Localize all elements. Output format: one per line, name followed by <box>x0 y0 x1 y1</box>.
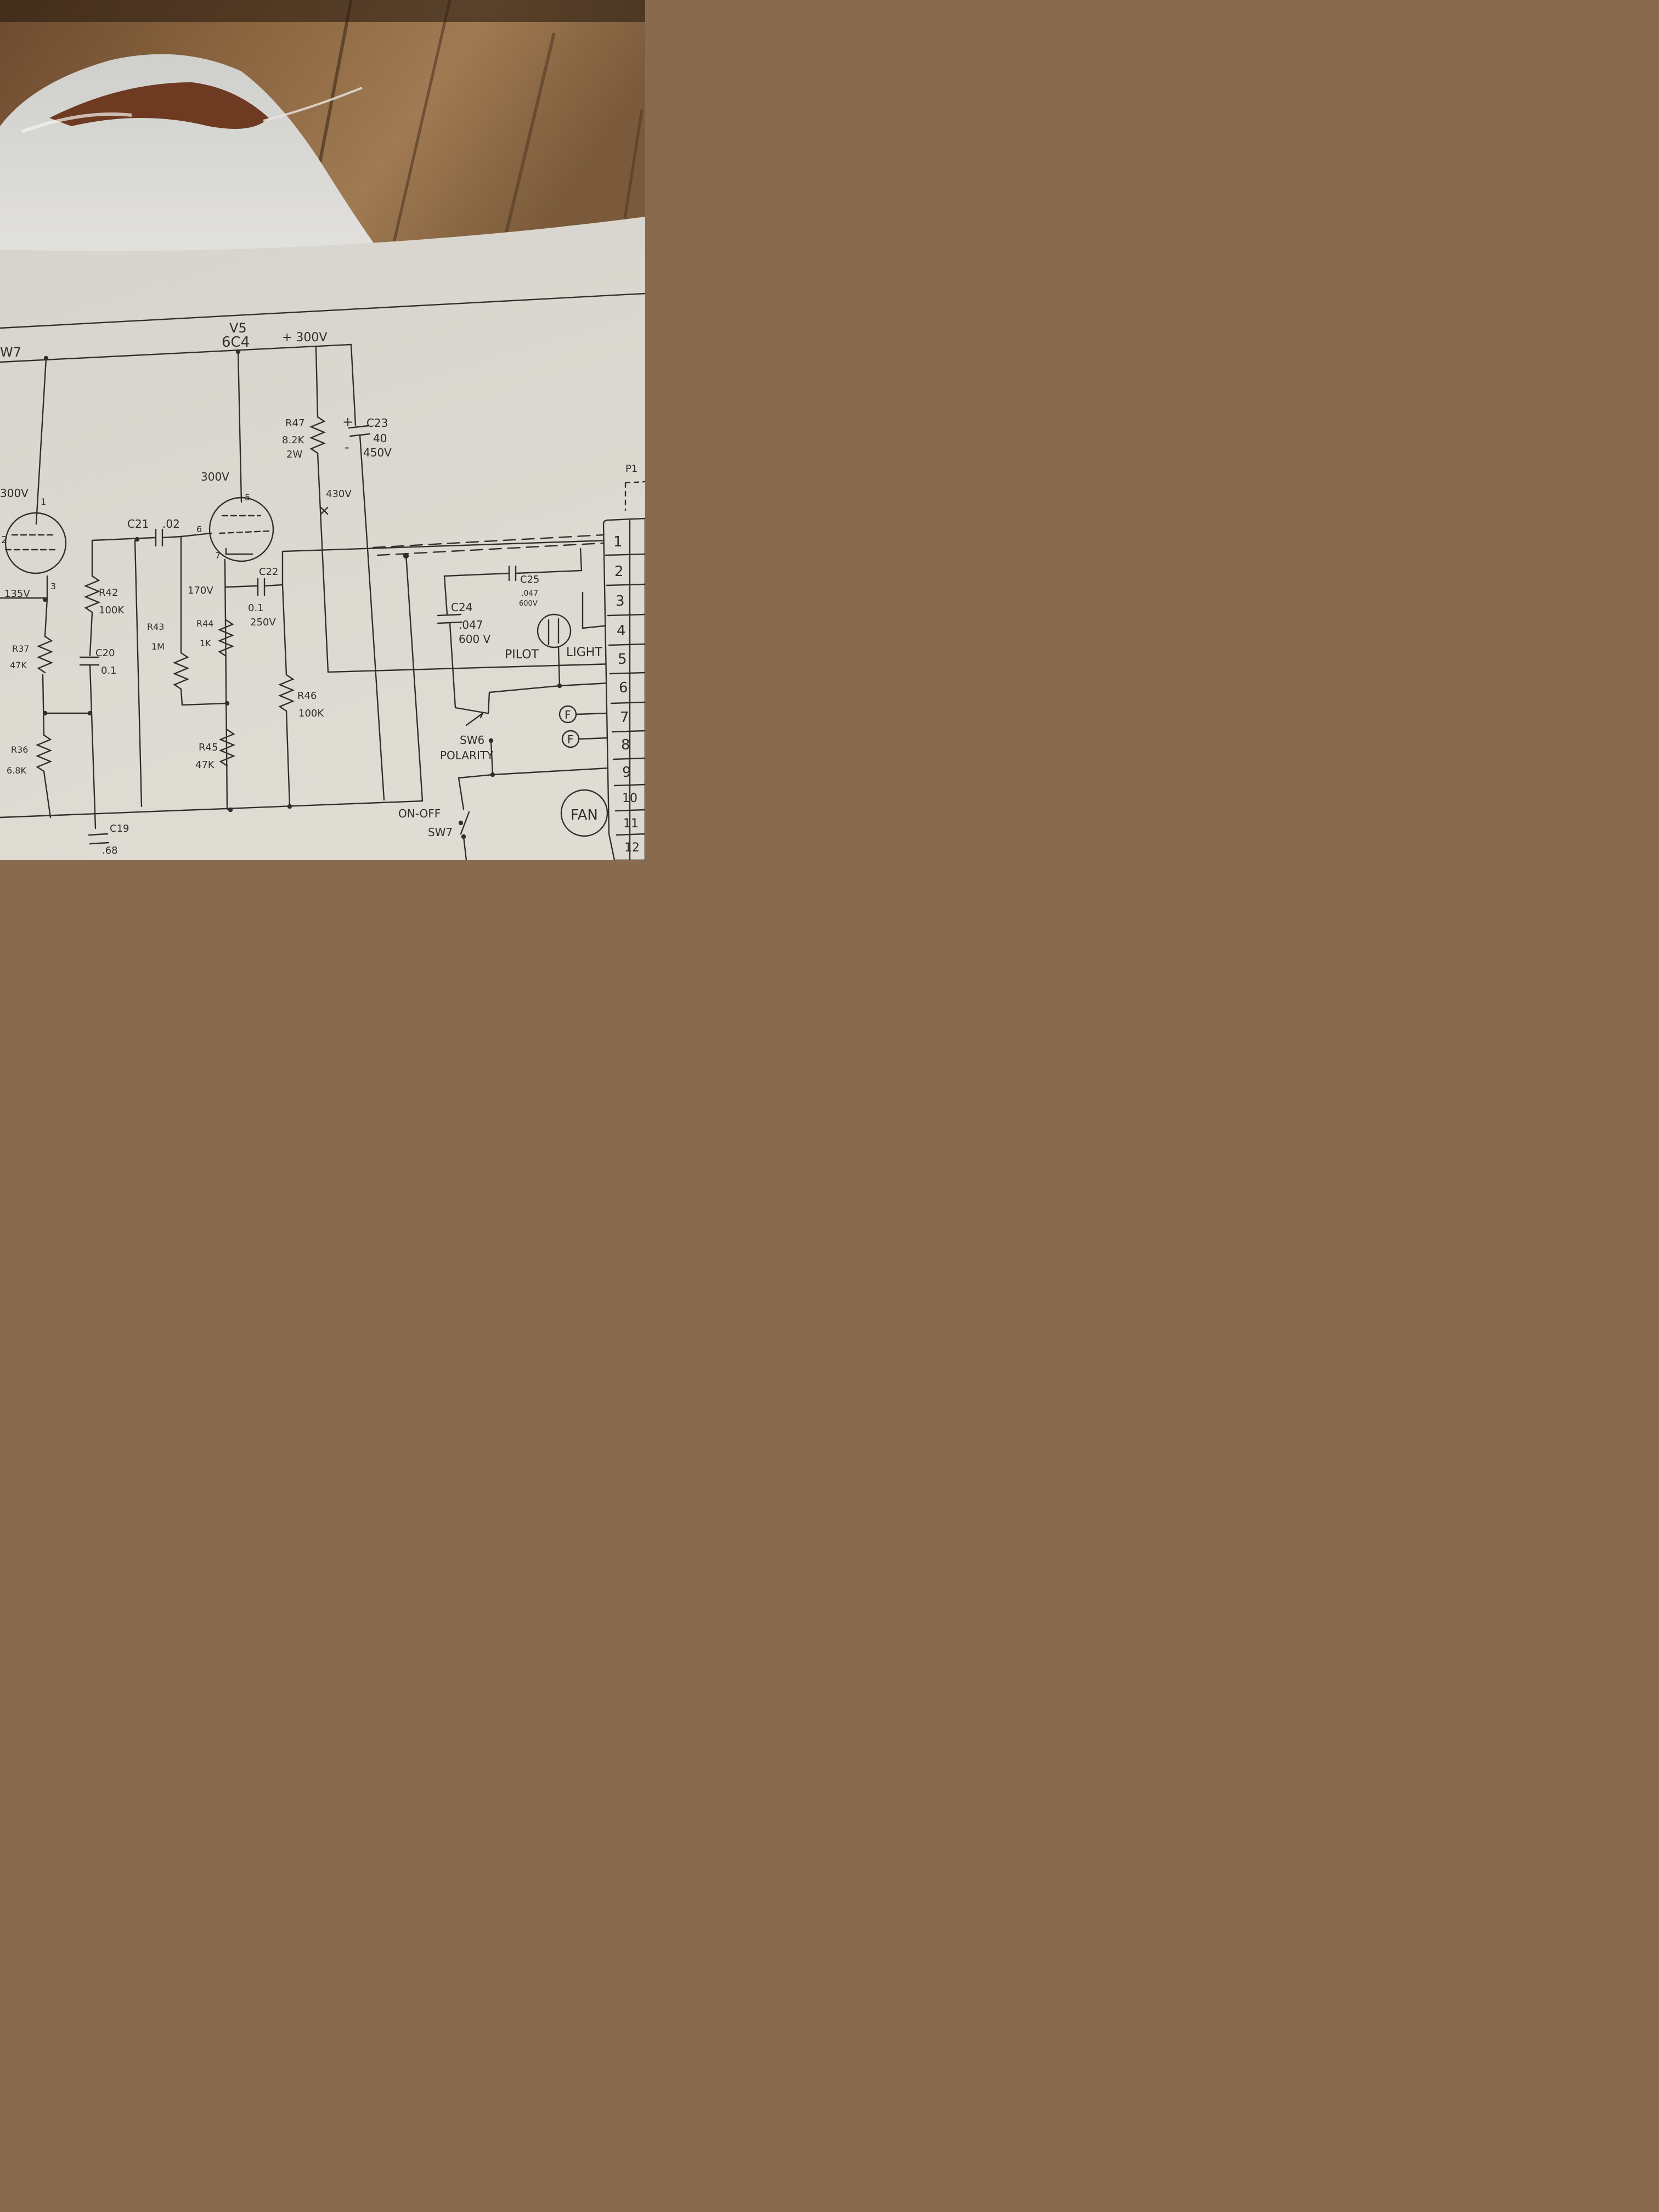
terminal-11: 11 <box>623 817 639 831</box>
r37-zigzag <box>36 635 54 674</box>
left-tube <box>4 512 67 574</box>
c24-value: .047 <box>459 618 483 631</box>
polarity-label: POLARITY <box>440 749 494 762</box>
c23-minus: - <box>345 439 349 455</box>
r47-zigzag <box>309 416 326 454</box>
terminal-6: 6 <box>619 680 628 696</box>
c19-value: .68 <box>102 845 118 856</box>
v5-plate-voltage: 300V <box>201 470 229 483</box>
c20-value: 0.1 <box>101 665 117 676</box>
r42-value: 100K <box>99 605 125 616</box>
paper-sheet <box>0 217 645 860</box>
knee-denim <box>0 54 384 258</box>
r44-ref: R44 <box>196 618 213 629</box>
r47-ref: R47 <box>285 417 304 429</box>
light-label: LIGHT <box>566 646 602 659</box>
r45-ref: R45 <box>199 742 218 753</box>
v5-pin-cathode: 7 <box>215 550 221 561</box>
c23-rating: 450V <box>363 446 392 459</box>
v5-tube <box>208 496 274 562</box>
pilot-light <box>537 613 572 648</box>
r47-rating: 2W <box>286 449 302 460</box>
left-pin-2: 2 <box>1 534 7 546</box>
terminal-10: 10 <box>622 792 637 805</box>
w7-label: W7 <box>0 345 21 360</box>
terminal-5: 5 <box>618 651 627 668</box>
c21-value: .02 <box>162 517 180 531</box>
fuse-label-2: F <box>567 733 574 746</box>
c23-ref: C23 <box>366 416 388 430</box>
v5-cathode-voltage: 170V <box>188 585 213 596</box>
v5-pin-plate: 5 <box>245 492 250 503</box>
photo-scene: W7 V5 6C4 + 300V R47 8.2K 2W + - C23 40 … <box>0 0 645 860</box>
r37-ref: R37 <box>12 644 29 654</box>
r43-value: 1M <box>151 641 165 652</box>
left-pin-3: 3 <box>50 581 56 591</box>
r47-value: 8.2K <box>282 435 305 446</box>
terminal-12: 12 <box>624 841 640 855</box>
c21-ref: C21 <box>127 517 149 531</box>
v5-type: 6C4 <box>222 334 250 351</box>
c23-plus: + <box>342 414 353 430</box>
c23-value: 40 <box>373 432 387 445</box>
left-plate-voltage: 300V <box>0 487 29 500</box>
c20-ref: C20 <box>95 647 115 659</box>
v5-pin-grid: 6 <box>196 524 202 534</box>
c19-ref: C19 <box>110 823 129 834</box>
c24-rating: 600 V <box>459 633 491 646</box>
left-cathode-voltage: 135V <box>4 588 30 600</box>
r45-zigzag <box>218 729 236 767</box>
c25-ref: C25 <box>520 574 539 585</box>
r43-zigzag <box>172 652 228 706</box>
terminal-8: 8 <box>621 737 630 753</box>
b-plus-voltage: + 300V <box>282 331 327 345</box>
fuse-label-1: F <box>565 708 571 721</box>
c24-ref: C24 <box>451 601 472 614</box>
c25-value: .047 <box>521 589 538 598</box>
r44-zigzag <box>217 619 235 657</box>
r36-ref: R36 <box>11 744 28 755</box>
terminal-1: 1 <box>613 534 623 550</box>
r36-value: 6.8K <box>7 765 26 776</box>
c22-ref: C22 <box>259 566 278 578</box>
r47-tap-voltage: 430V <box>326 488 352 500</box>
schematic-drawing <box>0 292 645 860</box>
pilot-label: PILOT <box>505 648 539 662</box>
schematic-photo: W7 V5 6C4 + 300V R47 8.2K 2W + - C23 40 … <box>0 0 645 860</box>
r36-zigzag <box>35 734 53 819</box>
c22-rating: 250V <box>250 617 276 628</box>
sw6-label: SW6 <box>460 733 484 747</box>
c22-value: 0.1 <box>248 602 264 614</box>
r46-zigzag <box>278 674 295 808</box>
r37-value: 47K <box>10 660 27 670</box>
r46-value: 100K <box>298 708 324 719</box>
terminal-9: 9 <box>622 764 631 781</box>
r44-value: 1K <box>200 638 211 648</box>
terminal-2: 2 <box>614 563 624 580</box>
sw7-label: SW7 <box>428 826 453 839</box>
connector-label: P1 <box>625 463 637 475</box>
v5-designator: V5 <box>229 320 247 336</box>
schematic-labels: W7 V5 6C4 + 300V R47 8.2K 2W + - C23 40 … <box>0 320 640 856</box>
fan-label: FAN <box>571 807 598 823</box>
r43-ref: R43 <box>147 622 164 632</box>
r42-zigzag <box>83 575 101 657</box>
left-pin-1: 1 <box>41 496 46 507</box>
r45-value: 47K <box>195 759 215 771</box>
terminal-3: 3 <box>616 593 625 610</box>
terminal-4: 4 <box>617 623 626 639</box>
r42-ref: R42 <box>99 587 118 599</box>
r46-ref: R46 <box>297 690 317 702</box>
c25-rating: 600V <box>519 600 538 608</box>
on-off-label: ON-OFF <box>398 807 441 820</box>
terminal-7: 7 <box>620 709 629 726</box>
